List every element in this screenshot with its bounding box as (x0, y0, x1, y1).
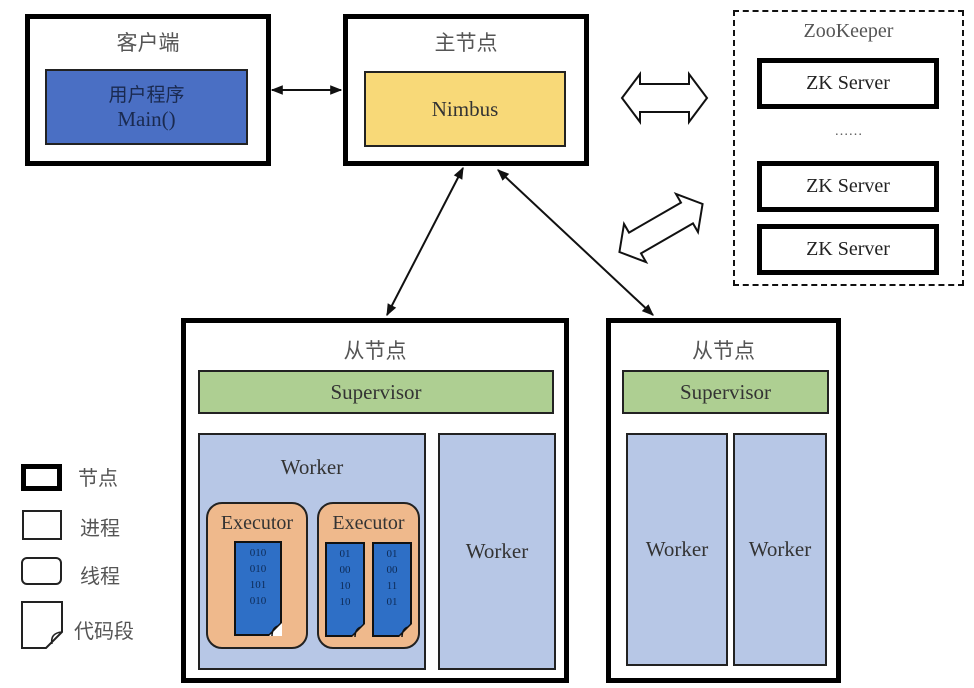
code-segment: 010 010 101 010 (234, 541, 282, 636)
legend-label-thread: 线程 (80, 564, 120, 588)
zk-server: ZK Server (757, 161, 939, 212)
thread-box-icon (21, 557, 62, 585)
code-segment: 01 00 10 10 (325, 542, 365, 637)
node-box-icon (21, 464, 62, 491)
worker-label: Worker (645, 537, 709, 561)
worker-process: Worker (626, 433, 728, 666)
code-line: 11 (386, 580, 398, 592)
worker-label: Worker (465, 539, 529, 563)
process-box-icon (22, 510, 62, 540)
code-line: 01 (386, 596, 398, 608)
nimbus-label: Nimbus (431, 96, 499, 121)
legend: 节点 进程 线程 代码段 (0, 460, 180, 650)
slave-node-1: 从节点 Supervisor Worker Executor 010 010 1… (181, 318, 569, 683)
zk-server: ZK Server (757, 58, 939, 109)
slave-node-2: 从节点 Supervisor Worker Worker (606, 318, 841, 683)
master-zookeeper-double-arrow-icon (620, 71, 709, 125)
code-line: 010 (249, 595, 267, 607)
slave-node-title: 从节点 (692, 339, 755, 363)
zk-ellipsis: …… (834, 124, 863, 139)
user-program-main: Main() (117, 107, 176, 131)
executor-thread: Executor 010 010 101 010 (206, 502, 308, 649)
legend-label-node: 节点 (78, 466, 118, 490)
zk-server: ZK Server (757, 224, 939, 275)
supervisor-label: Supervisor (680, 379, 771, 404)
code-line: 10 (339, 580, 351, 592)
nimbus-process: Nimbus (364, 71, 566, 147)
master-slave2-link (497, 169, 654, 316)
supervisor-label: Supervisor (330, 379, 422, 404)
worker-label: Worker (748, 537, 812, 561)
master-node: 主节点 Nimbus (343, 14, 589, 166)
worker-process: Worker Executor 010 010 101 010 Executor… (198, 433, 426, 670)
master-slave1-link (386, 166, 464, 317)
zookeeper-title: ZooKeeper (803, 20, 894, 42)
zk-server-label: ZK Server (806, 238, 890, 260)
user-program-process: 用户程序 Main() (45, 69, 248, 145)
page-fold-icon (398, 623, 412, 637)
code-line: 10 (339, 596, 351, 608)
executor-label: Executor (332, 512, 405, 534)
code-segment-icon (21, 601, 63, 649)
zookeeper-cluster: ZooKeeper ZK Server …… ZK Server ZK Serv… (733, 10, 964, 286)
supervisor-process: Supervisor (622, 370, 829, 414)
code-line: 01 (339, 548, 351, 560)
zk-server-label: ZK Server (806, 72, 890, 94)
legend-label-code: 代码段 (74, 619, 134, 643)
code-line: 010 (249, 563, 267, 575)
code-line: 00 (386, 564, 398, 576)
code-segment: 01 00 11 01 (372, 542, 412, 637)
slave-node-title: 从节点 (343, 339, 407, 363)
client-node: 客户端 用户程序 Main() (25, 14, 271, 166)
worker-label: Worker (280, 455, 344, 479)
legend-label-process: 进程 (80, 516, 120, 540)
supervisor-process: Supervisor (198, 370, 554, 414)
page-fold-icon (268, 622, 282, 636)
code-line: 010 (249, 547, 267, 559)
worker-process: Worker (438, 433, 556, 670)
zk-server-label: ZK Server (806, 175, 890, 197)
master-node-title: 主节点 (434, 31, 498, 55)
executor-thread: Executor 01 00 10 10 01 00 11 01 (317, 502, 420, 649)
user-program-label: 用户程序 (108, 84, 185, 106)
code-line: 101 (249, 579, 267, 591)
code-line: 01 (386, 548, 398, 560)
executor-label: Executor (220, 512, 294, 534)
code-line: 00 (339, 564, 351, 576)
zookeeper-slave-double-arrow-icon (618, 192, 704, 264)
worker-process: Worker (733, 433, 827, 666)
client-node-title: 客户端 (116, 31, 180, 55)
page-fold-icon (351, 623, 365, 637)
